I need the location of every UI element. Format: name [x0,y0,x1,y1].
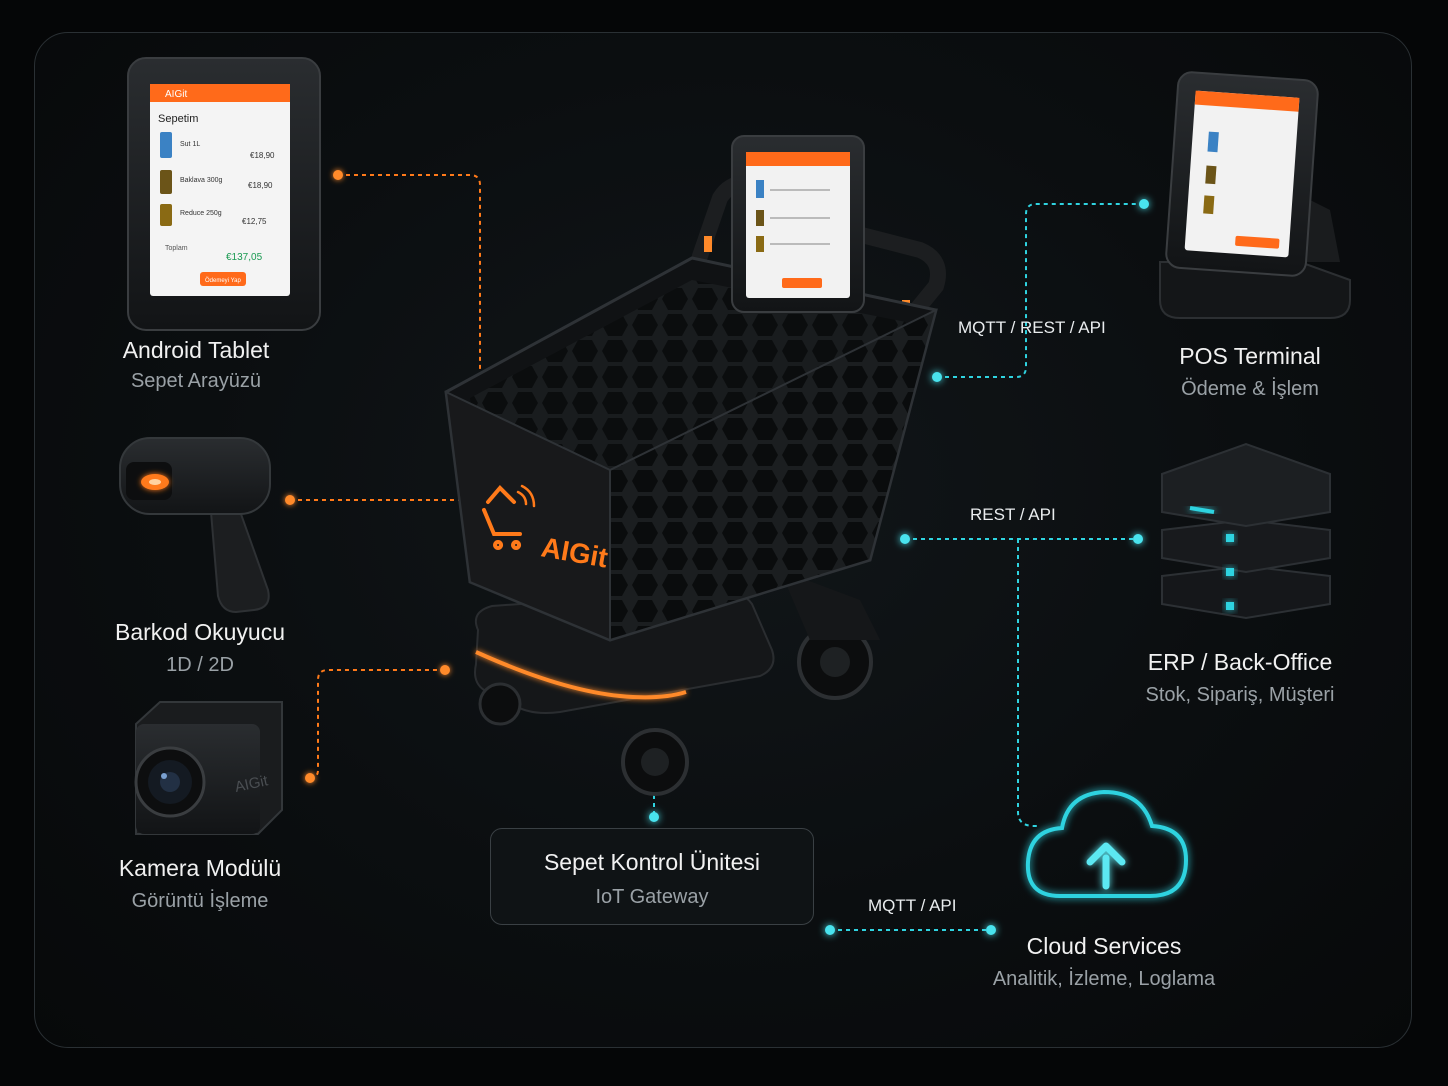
barcode-scanner-icon [119,437,271,614]
tablet-icon: AIGit Sepetim Sut 1L €18,90 Baklava 300g… [127,57,321,331]
connector-dot [900,534,910,544]
server-rack-icon [1161,442,1331,620]
erp-title: ERP / Back-Office [1147,649,1333,675]
scanner-title: Barkod Okuyucu [114,619,286,645]
screen-total-label: Toplam [165,245,188,252]
pos-subtitle: Ödeme & İşlem [1181,378,1319,400]
screen-title: Sepetim [158,113,198,125]
screen-total: €137,05 [226,252,263,263]
connector-dot [285,495,295,505]
erp-subtitle: Stok, Sipariş, Müşteri [1145,684,1335,706]
camera-icon: AIGit [134,701,283,835]
connector-dot [333,170,343,180]
cloud-label: Cloud Services Analitik, İzleme, Loglama [964,932,1244,992]
connector-dot [986,925,996,935]
pos-terminal-icon [1159,71,1351,319]
screen-header: AIGit [165,89,187,100]
screen-pay-button: Ödemeyi Yap [205,277,241,284]
camera-housing-logo: AIGit [233,772,270,796]
connector-erp-cloud [1017,539,1040,827]
connector-dot [1133,534,1143,544]
cloud-title: Cloud Services [1026,933,1182,959]
connector-dot [305,773,315,783]
connector-dot [825,925,835,935]
scanner-label: Barkod Okuyucu 1D / 2D [80,618,320,678]
camera-subtitle: Görüntü İşleme [131,890,269,912]
tablet-title: Android Tablet [122,337,270,363]
pos-title: POS Terminal [1179,343,1321,369]
gateway-box: Sepet Kontrol Ünitesi IoT Gateway [490,828,814,925]
erp-label: ERP / Back-Office Stok, Sipariş, Müşteri [1110,648,1370,708]
gateway-title: Sepet Kontrol Ünitesi [543,849,761,875]
camera-label: Kamera Modülü Görüntü İşleme [80,854,320,914]
cloud-subtitle: Analitik, İzleme, Loglama [992,968,1216,990]
gateway-subtitle: IoT Gateway [595,886,709,908]
cloud-upload-icon [1025,789,1189,898]
link-label-cloud: MQTT / API [868,896,957,915]
screen-item-name: Sut 1L [180,141,200,148]
screen-item-name: Baklava 300g [180,177,223,184]
smart-cart-icon: AIGit [444,135,946,796]
screen-item-name: Reduce 250g [180,210,222,217]
pos-label: POS Terminal Ödeme & İşlem [1130,342,1370,402]
connector-camera [309,669,445,779]
connector-tablet [338,174,481,370]
tablet-label: Android Tablet Sepet Arayüzü [76,336,316,394]
connector-dot [649,812,659,822]
tablet-subtitle: Sepet Arayüzü [130,370,262,392]
connector-dot [932,372,942,382]
link-label-erp: REST / API [970,505,1056,524]
screen-item-price: €18,90 [248,181,273,190]
screen-item-price: €12,75 [242,217,267,226]
scanner-subtitle: 1D / 2D [166,654,234,676]
camera-title: Kamera Modülü [118,855,282,881]
link-label-pos: MQTT / REST / API [958,318,1106,337]
connector-dot [440,665,450,675]
screen-item-price: €18,90 [250,151,275,160]
connector-pos [937,203,1144,378]
connector-dot [1139,199,1149,209]
